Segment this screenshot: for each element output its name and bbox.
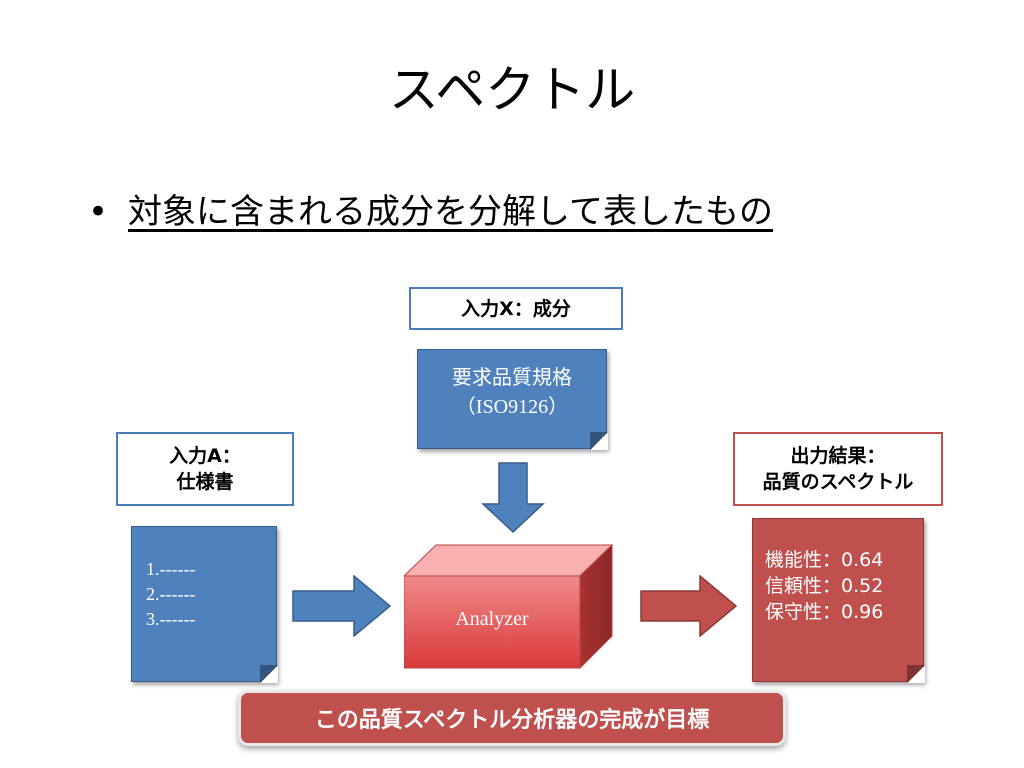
goal-banner: この品質スペクトル分析器の完成が目標: [238, 690, 786, 746]
bullet-marker: •: [88, 192, 109, 232]
goal-text: この品質スペクトル分析器の完成が目標: [314, 708, 710, 733]
analyzer-label: Analyzer: [455, 608, 529, 630]
spec-note: 1.------ 2.------ 3.------: [131, 526, 278, 683]
spec-item: 2.------: [146, 584, 196, 604]
note-fold-corner: [590, 432, 608, 450]
input-right-arrow: [292, 575, 392, 637]
requirements-note: 要求品質規格 （ISO9126）: [417, 349, 608, 450]
result-item: 信頼性：0.52: [765, 575, 884, 597]
input-a-label-line2: 仕様書: [176, 471, 234, 493]
slide-title: スペクトル: [388, 61, 636, 119]
down-arrow: [481, 462, 545, 534]
result-item: 保守性：0.96: [765, 601, 884, 623]
result-item: 機能性：0.64: [765, 549, 884, 571]
output-label-line1: 出力結果：: [790, 445, 886, 467]
input-x-label: 入力X：成分: [409, 287, 623, 330]
bullet-text: 対象に含まれる成分を分解して表したもの: [128, 192, 773, 232]
spec-item: 1.------: [146, 559, 196, 579]
requirements-note-line2: （ISO9126）: [455, 396, 569, 418]
spec-item: 3.------: [146, 609, 196, 629]
input-a-label: 入力A： 仕様書: [116, 432, 294, 506]
output-label: 出力結果： 品質のスペクトル: [733, 432, 943, 506]
result-note: 機能性：0.64 信頼性：0.52 保守性：0.96: [752, 518, 925, 683]
analyzer-box: Analyzer: [404, 544, 614, 670]
requirements-note-line1: 要求品質規格: [452, 365, 572, 389]
input-x-label-text: 入力X：成分: [461, 297, 571, 320]
note-fold-corner: [260, 665, 278, 683]
output-right-arrow: [640, 575, 738, 637]
output-label-line2: 品質のスペクトル: [762, 471, 914, 493]
note-fold-corner: [907, 665, 925, 683]
input-a-label-line1: 入力A：: [169, 445, 241, 467]
